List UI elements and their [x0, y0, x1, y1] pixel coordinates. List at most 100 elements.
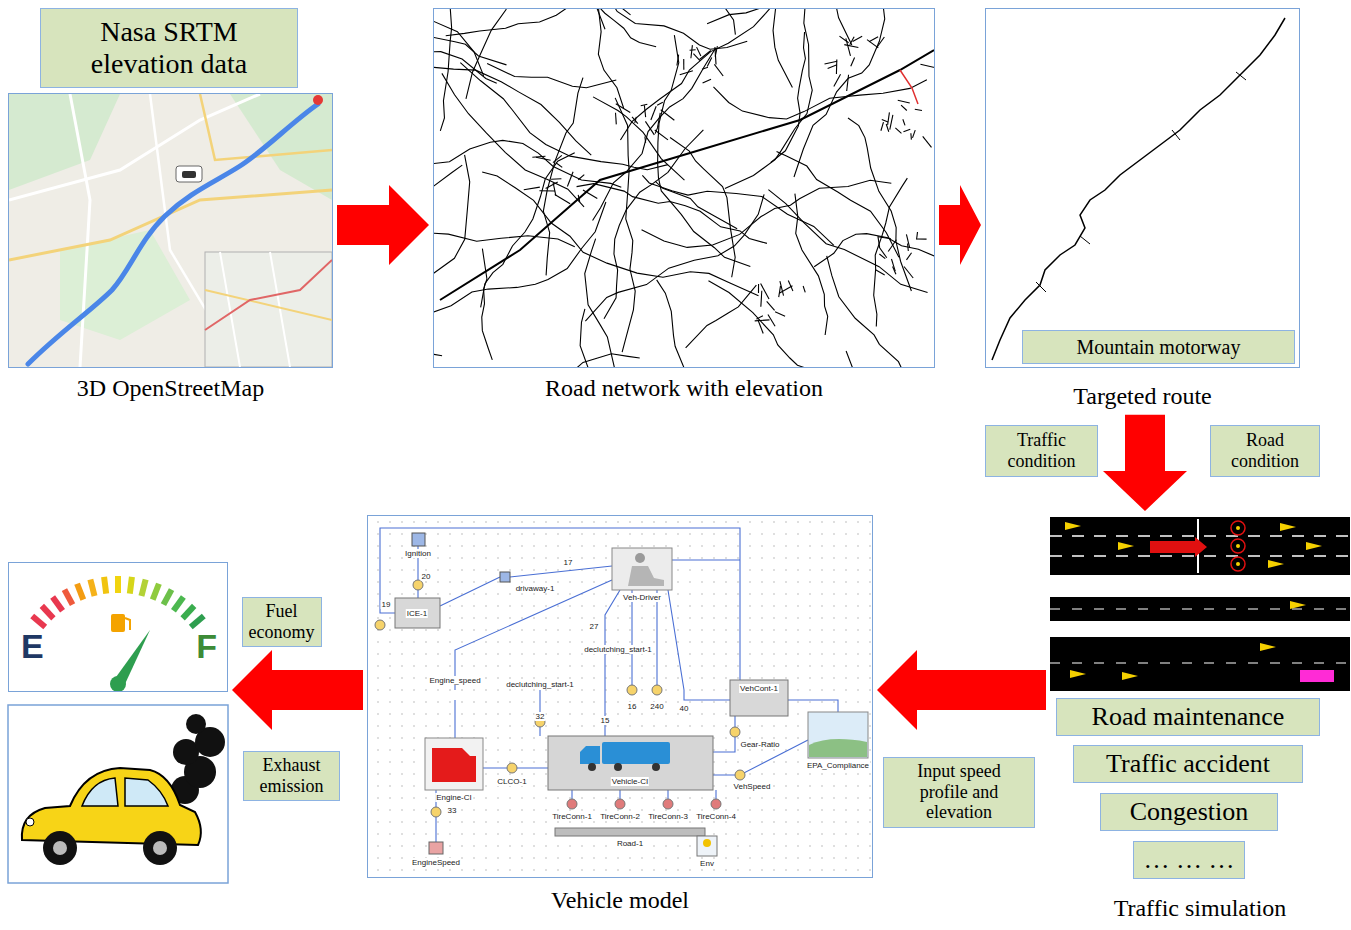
road-line — [677, 55, 679, 66]
gauge-tick — [32, 616, 45, 627]
panel-frame — [985, 8, 1300, 368]
vehicle-model-drawing — [635, 553, 645, 563]
vehicle-model-drawing — [580, 746, 600, 764]
box-label: Road maintenance — [1058, 702, 1318, 732]
route-drawing — [992, 18, 1285, 360]
map-illustration — [205, 252, 332, 367]
block-label: Gear-Ratio — [739, 740, 780, 749]
block-label: EPA_Compliance — [806, 761, 870, 770]
road-line — [481, 153, 575, 308]
sensor-symbol — [735, 770, 745, 780]
road-line — [661, 110, 675, 120]
road-line — [434, 9, 506, 65]
road-line — [553, 183, 556, 196]
fuel-gauge-drawing — [125, 618, 130, 630]
source-box: Nasa SRTM elevation data — [40, 8, 298, 88]
box-label: … … … — [1135, 845, 1243, 875]
vehicle-model-drawing — [548, 736, 713, 790]
road-line — [683, 59, 684, 70]
signal-wire — [380, 528, 838, 842]
road-line — [585, 194, 764, 321]
traffic-simulation-drawing — [1268, 560, 1284, 568]
traffic-simulation-drawing — [1290, 601, 1306, 609]
road-line — [695, 9, 852, 45]
road-line — [543, 78, 583, 276]
road-line — [556, 163, 562, 168]
flow-arrow — [232, 650, 363, 730]
block-label: Env — [699, 859, 715, 868]
road-line — [916, 232, 918, 239]
vehicle-model-drawing — [602, 742, 670, 764]
flow-arrow — [337, 185, 429, 265]
sensor-symbol — [375, 620, 385, 630]
road-network-drawing — [434, 9, 934, 367]
road-line — [903, 129, 910, 131]
road-line — [598, 9, 668, 108]
road-line — [549, 354, 640, 367]
map-illustration — [9, 94, 260, 200]
road-line — [901, 105, 907, 110]
traffic-simulation-drawing — [1050, 517, 1350, 691]
road-line — [487, 63, 616, 87]
road-line — [850, 37, 854, 45]
traffic-simulation-drawing — [1050, 597, 1350, 621]
exhaust-smoke — [186, 714, 206, 734]
input-tag: Traffic condition — [985, 425, 1098, 477]
fuel-gauge-drawing — [111, 614, 125, 632]
model-panel: Vehicle model — [367, 515, 873, 915]
output-tag: Fuel economy — [242, 597, 322, 647]
gauge-tick — [141, 579, 145, 595]
road-line — [882, 119, 888, 122]
traffic-simulation-drawing — [1236, 544, 1240, 548]
gauge-tick — [104, 577, 106, 594]
scenario-box: … … … — [1133, 841, 1245, 879]
road-line — [794, 9, 885, 177]
road-line — [836, 60, 837, 74]
car-drawing — [153, 841, 167, 855]
gauge-tick — [42, 606, 54, 618]
vehicle-model-drawing — [809, 739, 867, 757]
road-line — [707, 57, 712, 66]
road-line — [895, 128, 901, 134]
road-line — [867, 40, 878, 48]
road-line — [632, 117, 638, 124]
panel-caption: 3D OpenStreetMap — [8, 374, 333, 403]
vehicle-model-drawing — [588, 763, 596, 771]
sensor-symbol — [627, 685, 637, 695]
car-drawing — [82, 778, 118, 806]
road-line — [755, 319, 770, 321]
block-label: 19 — [381, 600, 392, 609]
traffic-simulation-drawing — [1118, 542, 1134, 550]
car-drawing — [22, 768, 201, 845]
vehicle-model-drawing — [500, 572, 510, 582]
road-line — [891, 259, 895, 271]
road-line — [761, 284, 769, 299]
block-label: TireConn-1 — [551, 812, 593, 821]
block-label: VehSpeed — [733, 782, 772, 791]
map-illustration — [200, 94, 332, 160]
traffic-simulation-drawing — [1065, 522, 1081, 530]
block-label: 17 — [563, 558, 574, 567]
traffic-simulation-drawing — [1280, 523, 1296, 531]
fuel-gauge-drawing — [110, 676, 126, 692]
gauge-letter: E — [21, 629, 44, 663]
fuel-gauge-drawing — [111, 630, 150, 684]
flow-arrow — [1103, 415, 1187, 511]
main-road-line — [440, 50, 934, 300]
road-line — [920, 64, 934, 197]
vehicle-model-drawing — [730, 680, 788, 716]
gauge-tick — [90, 579, 94, 595]
vehicle-model-drawing — [697, 836, 717, 856]
road-line — [693, 54, 700, 61]
road-line — [839, 36, 848, 43]
block-label: 20 — [421, 572, 432, 581]
flow-arrow — [939, 185, 981, 265]
road-line — [881, 122, 884, 131]
road-line — [434, 229, 575, 247]
block-label: ICE-1 — [406, 609, 428, 618]
road-line — [691, 45, 693, 58]
gauge-tick — [130, 577, 132, 594]
vehicle-model-drawing — [614, 763, 622, 771]
road-line — [834, 74, 841, 86]
